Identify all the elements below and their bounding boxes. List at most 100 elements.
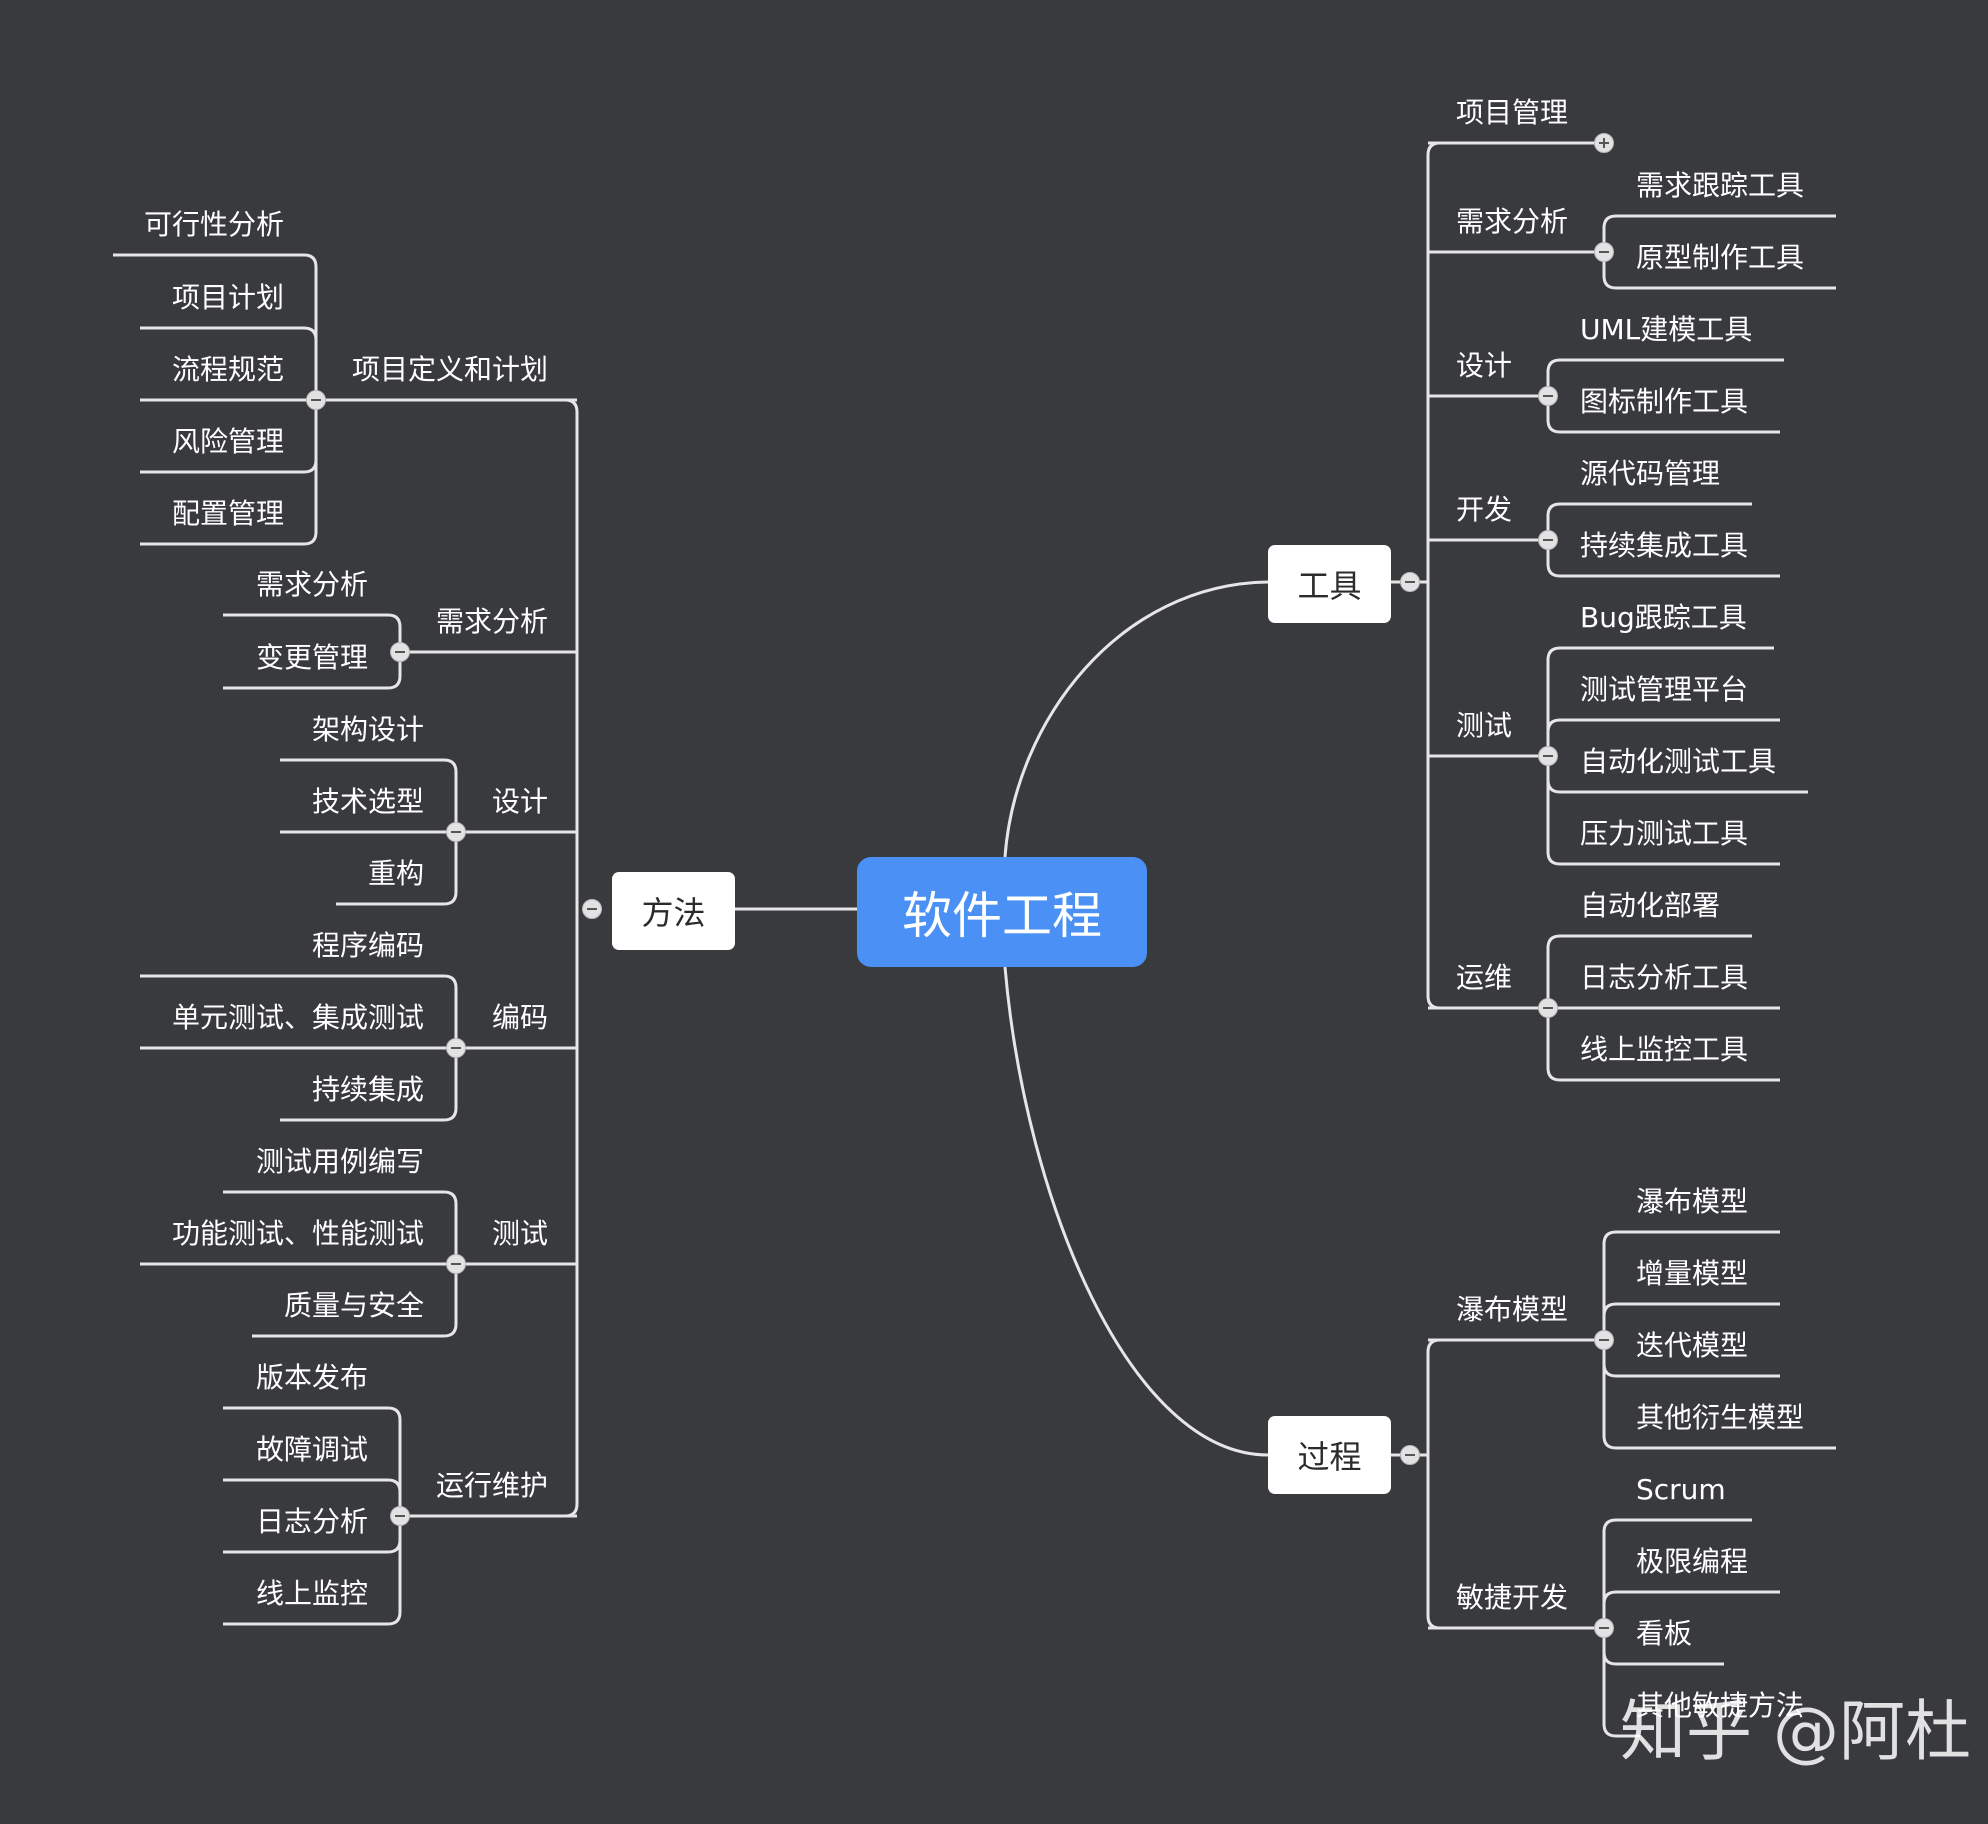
process-group-toggle-icon[interactable] <box>1594 1618 1614 1638</box>
process-group-label[interactable]: 敏捷开发 <box>1456 1581 1569 1614</box>
process-leaf-label[interactable]: 增量模型 <box>1636 1257 1749 1290</box>
tools-leaf-label[interactable]: 原型制作工具 <box>1636 241 1805 274</box>
tools-group-label[interactable]: 项目管理 <box>1456 96 1569 129</box>
methods-leaf-label[interactable]: 风险管理 <box>171 425 284 458</box>
tools-leaf-line-g5-2 <box>1546 1008 1780 1082</box>
process-leaf-line-g0-0 <box>1602 1230 1780 1340</box>
process-group-toggle-icon[interactable] <box>1594 1330 1614 1350</box>
branch-process[interactable]: 过程 <box>1268 1416 1391 1494</box>
tools-leaf-label[interactable]: 测试管理平台 <box>1580 673 1749 706</box>
methods-leaf-label[interactable]: 可行性分析 <box>143 208 284 241</box>
tools-leaf-label[interactable]: 需求跟踪工具 <box>1636 169 1805 202</box>
tools-group-label[interactable]: 测试 <box>1456 709 1513 742</box>
tools-leaf-line-g5-0 <box>1546 934 1752 1008</box>
methods-leaf-label[interactable]: 功能测试、性能测试 <box>171 1217 424 1250</box>
methods-leaf-label[interactable]: 日志分析 <box>255 1505 368 1538</box>
process-leaf-label[interactable]: Scrum <box>1636 1473 1726 1506</box>
process-leaf-label[interactable]: 迭代模型 <box>1636 1329 1749 1362</box>
tools-group-toggle-icon[interactable] <box>1538 998 1558 1018</box>
tools-group-label[interactable]: 需求分析 <box>1456 205 1569 238</box>
connector-root-tools <box>1003 580 1269 858</box>
methods-leaf-label[interactable]: 重构 <box>367 857 424 890</box>
tools-leaf-label[interactable]: 图标制作工具 <box>1580 385 1749 418</box>
methods-leaf-label[interactable]: 流程规范 <box>171 353 284 386</box>
process-spine-top <box>1426 1338 1441 1455</box>
watermark: 知乎 @阿杜 <box>1620 1693 1971 1770</box>
methods-leaf-line-g4-0 <box>223 1190 458 1264</box>
tools-leaf-label[interactable]: 日志分析工具 <box>1580 961 1749 994</box>
methods-leaf-label[interactable]: 持续集成 <box>311 1073 424 1106</box>
tools-leaf-line-g4-3 <box>1546 756 1780 866</box>
methods-leaf-label[interactable]: 架构设计 <box>311 713 424 746</box>
methods-toggle-icon[interactable] <box>582 899 602 919</box>
tools-leaf-line-g4-1 <box>1546 718 1780 756</box>
methods-group-label[interactable]: 需求分析 <box>435 605 548 638</box>
tools-leaf-label[interactable]: UML建模工具 <box>1580 313 1753 346</box>
methods-leaf-line-g0-1 <box>140 326 318 400</box>
tools-spine-bottom <box>1426 582 1441 1010</box>
methods-leaf-line-g5-3 <box>223 1516 402 1626</box>
methods-leaf-label[interactable]: 单元测试、集成测试 <box>171 1001 424 1034</box>
process-leaf-label[interactable]: 瀑布模型 <box>1636 1185 1749 1218</box>
methods-group-toggle-icon[interactable] <box>306 390 326 410</box>
tools-group-toggle-icon[interactable] <box>1538 386 1558 406</box>
process-leaf-label[interactable]: 其他敏捷方法 <box>1636 1689 1805 1722</box>
tools-leaf-line-g2-1 <box>1546 396 1780 434</box>
methods-leaf-label[interactable]: 配置管理 <box>171 497 284 530</box>
branch-tools[interactable]: 工具 <box>1268 545 1391 623</box>
tools-toggle-icon[interactable] <box>1400 572 1420 592</box>
process-leaf-line-g1-1 <box>1602 1590 1780 1628</box>
methods-group-label[interactable]: 项目定义和计划 <box>351 353 548 386</box>
methods-group-label[interactable]: 编码 <box>491 1001 548 1034</box>
tools-group-toggle-icon[interactable] <box>1594 133 1614 153</box>
process-leaf-label[interactable]: 极限编程 <box>1636 1545 1749 1578</box>
tools-group-label[interactable]: 运维 <box>1456 961 1513 994</box>
tools-group-label[interactable]: 开发 <box>1456 493 1513 526</box>
methods-leaf-label[interactable]: 测试用例编写 <box>255 1145 424 1178</box>
methods-group-label[interactable]: 测试 <box>491 1217 548 1250</box>
tools-leaf-label[interactable]: 持续集成工具 <box>1580 529 1749 562</box>
tools-leaf-label[interactable]: Bug跟踪工具 <box>1580 601 1747 634</box>
process-leaf-label[interactable]: 看板 <box>1636 1617 1693 1650</box>
process-leaf-label[interactable]: 其他衍生模型 <box>1636 1401 1805 1434</box>
methods-leaf-label[interactable]: 项目计划 <box>171 281 284 314</box>
methods-leaf-label[interactable]: 变更管理 <box>255 641 368 674</box>
process-toggle-icon[interactable] <box>1400 1445 1420 1465</box>
root-node[interactable]: 软件工程 <box>857 857 1147 967</box>
branch-methods[interactable]: 方法 <box>612 872 735 950</box>
methods-leaf-label[interactable]: 程序编码 <box>311 929 424 962</box>
tools-leaf-line-g2-0 <box>1546 358 1784 396</box>
methods-group-toggle-icon[interactable] <box>390 642 410 662</box>
process-group-label[interactable]: 瀑布模型 <box>1456 1293 1569 1326</box>
tools-leaf-line-g3-1 <box>1546 540 1780 578</box>
methods-leaf-label[interactable]: 故障调试 <box>255 1433 368 1466</box>
methods-group-label[interactable]: 运行维护 <box>435 1469 548 1502</box>
methods-leaf-line-g2-2 <box>336 832 458 906</box>
methods-group-toggle-icon[interactable] <box>446 822 466 842</box>
methods-leaf-label[interactable]: 版本发布 <box>255 1361 368 1394</box>
tools-group-toggle-icon[interactable] <box>1538 746 1558 766</box>
methods-leaf-label[interactable]: 质量与安全 <box>283 1289 424 1322</box>
tools-group-label[interactable]: 设计 <box>1456 349 1513 382</box>
tools-leaf-label[interactable]: 压力测试工具 <box>1580 817 1749 850</box>
tools-group-toggle-icon[interactable] <box>1538 530 1558 550</box>
methods-leaf-label[interactable]: 需求分析 <box>255 568 368 601</box>
tools-leaf-label[interactable]: 自动化测试工具 <box>1580 745 1777 778</box>
process-leaf-line-g1-3 <box>1602 1628 1640 1738</box>
tools-leaf-label[interactable]: 源代码管理 <box>1580 457 1721 490</box>
tools-leaf-label[interactable]: 线上监控工具 <box>1580 1033 1749 1066</box>
connector-root-process <box>1003 966 1269 1457</box>
methods-group-toggle-icon[interactable] <box>446 1038 466 1058</box>
methods-leaf-label[interactable]: 线上监控 <box>255 1577 368 1610</box>
methods-group-label[interactable]: 设计 <box>491 785 548 818</box>
methods-leaf-line-g2-0 <box>280 758 458 832</box>
methods-leaf-label[interactable]: 技术选型 <box>311 785 424 818</box>
methods-group-toggle-icon[interactable] <box>390 1506 410 1526</box>
tools-leaf-line-g1-1 <box>1602 252 1836 290</box>
process-leaf-line-g0-3 <box>1602 1340 1836 1450</box>
tools-group-toggle-icon[interactable] <box>1594 242 1614 262</box>
tools-leaf-label[interactable]: 自动化部署 <box>1580 889 1721 922</box>
methods-leaf-line-g4-2 <box>252 1264 458 1338</box>
methods-group-toggle-icon[interactable] <box>446 1254 466 1274</box>
